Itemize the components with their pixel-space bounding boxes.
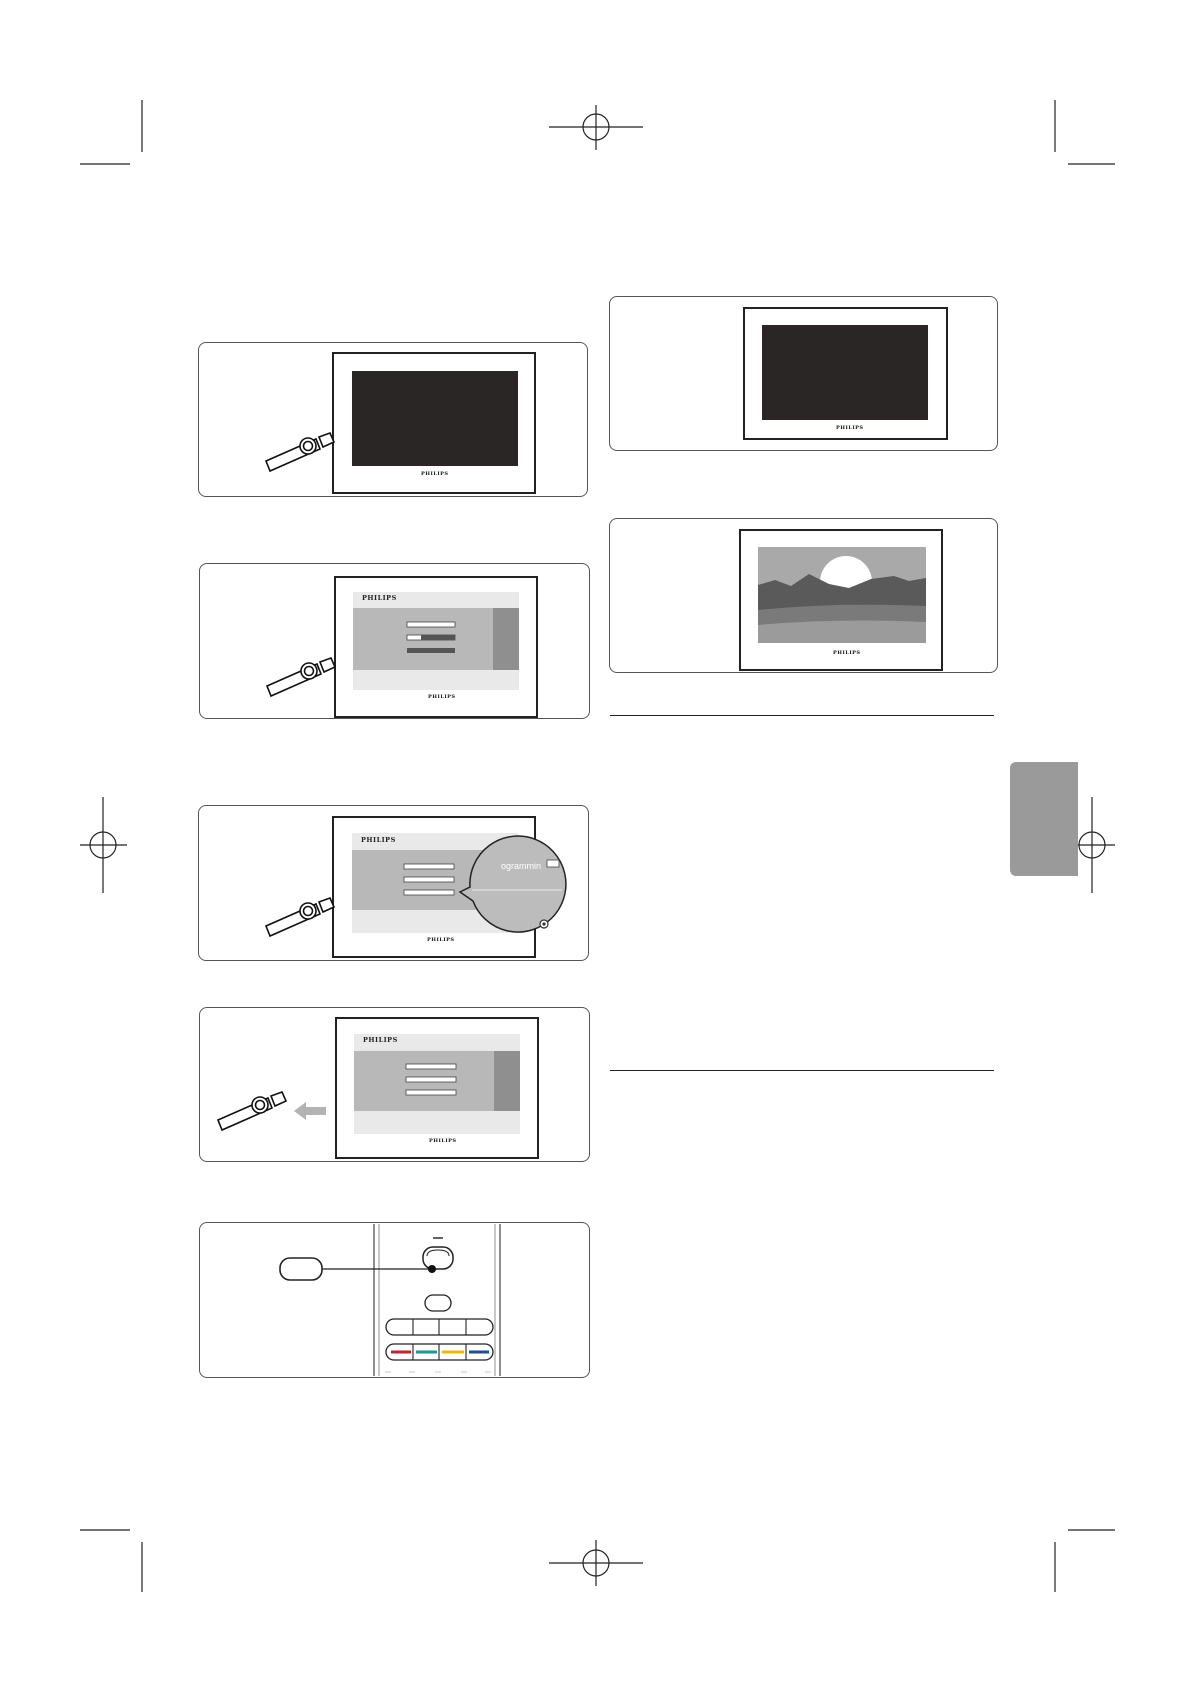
usb-stick-icon bbox=[264, 431, 336, 473]
tv-brand-logo: PHILIPS bbox=[833, 650, 861, 656]
screen-brand-logo: PHILIPS bbox=[361, 836, 396, 844]
arrow-left-icon bbox=[294, 1102, 326, 1120]
usb-stick-icon bbox=[216, 1090, 288, 1132]
close-icon bbox=[539, 919, 549, 929]
registration-mark-icon bbox=[549, 1540, 643, 1586]
illustration-upgrade-callout: ogrammin PHILIPS PHILIPS bbox=[198, 805, 589, 961]
screen-brand-logo: PHILIPS bbox=[363, 1036, 398, 1044]
tv-brand-logo: PHILIPS bbox=[421, 471, 449, 477]
tv-brand-logo: PHILIPS bbox=[429, 1138, 457, 1144]
usb-stick-icon bbox=[264, 896, 336, 938]
illustration-usb-inserted: PHILIPS bbox=[198, 342, 588, 497]
section-tab bbox=[1010, 762, 1078, 876]
illustration-tv-off: PHILIPS bbox=[609, 296, 998, 451]
tv-brand-logo: PHILIPS bbox=[427, 937, 455, 943]
screen-brand-logo: PHILIPS bbox=[362, 594, 397, 602]
tv-brand-logo: PHILIPS bbox=[836, 425, 864, 431]
registration-mark-icon bbox=[80, 797, 127, 893]
registration-mark-icon bbox=[549, 105, 643, 150]
illustration-usb-removed: PHILIPS PHILIPS bbox=[199, 1007, 590, 1162]
usb-stick-icon bbox=[265, 656, 337, 698]
illustration-upgrade-progress: PHILIPS PHILIPS bbox=[199, 563, 590, 719]
illustration-remote-control bbox=[199, 1222, 590, 1378]
illustration-tv-picture: PHILIPS bbox=[609, 518, 998, 673]
section-rule bbox=[610, 1070, 994, 1071]
tv-brand-logo: PHILIPS bbox=[428, 694, 456, 700]
callout-text: ogrammin bbox=[501, 861, 542, 871]
section-rule bbox=[610, 715, 994, 716]
